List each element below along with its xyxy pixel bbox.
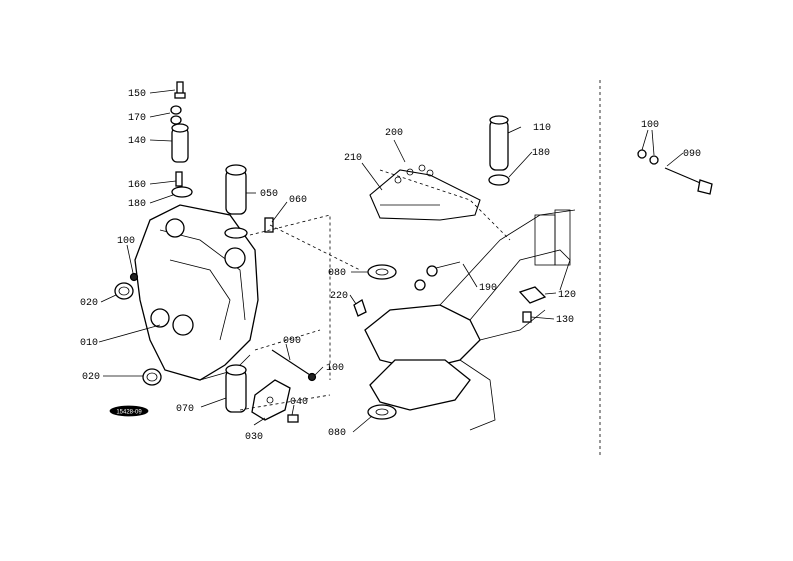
bolts-200	[394, 164, 434, 184]
callout-220: 220	[330, 291, 348, 302]
callout-020a: 020	[80, 298, 98, 309]
pin-070	[225, 364, 247, 413]
nut-100c-1	[637, 149, 647, 159]
bushing-020a	[114, 282, 134, 300]
pin-110	[489, 115, 509, 171]
bolt-090b	[664, 167, 713, 195]
callout-190: 190	[479, 283, 497, 294]
washer-180a	[171, 186, 193, 198]
pin-050	[224, 164, 248, 239]
callout-100c: 100	[641, 120, 659, 131]
callout-110: 110	[533, 123, 551, 134]
callout-150: 150	[128, 89, 146, 100]
washer-080b	[367, 404, 397, 420]
callout-100a: 100	[117, 236, 135, 247]
callout-160: 160	[128, 180, 146, 191]
callout-050: 050	[260, 189, 278, 200]
callout-200: 200	[385, 128, 403, 139]
callout-180a: 180	[128, 199, 146, 210]
plate-120	[518, 286, 547, 304]
bolt-040	[287, 414, 299, 423]
callout-010: 010	[80, 338, 98, 349]
callout-090b: 090	[683, 149, 701, 160]
callout-100b: 100	[326, 363, 344, 374]
plate-030	[251, 379, 291, 421]
callout-090a: 090	[283, 336, 301, 347]
callout-180b: 180	[532, 148, 550, 159]
main-bracket-010	[134, 204, 259, 381]
top-pin-140	[171, 123, 189, 163]
stamp-code-text: 15428-09	[116, 410, 142, 416]
callout-040: 040	[290, 397, 308, 408]
bolt-160	[175, 171, 183, 187]
callout-140: 140	[128, 136, 146, 147]
callout-130: 130	[556, 315, 574, 326]
callout-080b: 080	[328, 428, 346, 439]
bushing-020b	[142, 368, 162, 386]
bolt-130	[522, 311, 532, 323]
callout-120: 120	[558, 290, 576, 301]
callout-170: 170	[128, 113, 146, 124]
drawing-code-stamp: 15428-09	[109, 405, 149, 417]
nut-100c-2	[649, 155, 659, 165]
callout-020b: 020	[82, 372, 100, 383]
boom-bracket	[364, 209, 576, 431]
callout-060: 060	[289, 195, 307, 206]
nut-190	[414, 261, 461, 291]
nut-100a	[129, 272, 139, 282]
grease-fitting-150	[174, 81, 186, 99]
callout-070: 070	[176, 404, 194, 415]
callout-210: 210	[344, 153, 362, 164]
washer-080a	[367, 264, 397, 280]
fitting-220	[353, 299, 367, 317]
washer-180b	[488, 174, 510, 186]
rod-090a	[271, 349, 311, 376]
assembly-guides	[239, 169, 511, 411]
callout-030: 030	[245, 432, 263, 443]
leader-lines	[98, 89, 684, 433]
callout-080a: 080	[328, 268, 346, 279]
fitting-060	[264, 217, 274, 233]
bracket-210	[369, 169, 481, 221]
nuts-170	[170, 105, 182, 125]
nut-100b	[307, 372, 317, 382]
